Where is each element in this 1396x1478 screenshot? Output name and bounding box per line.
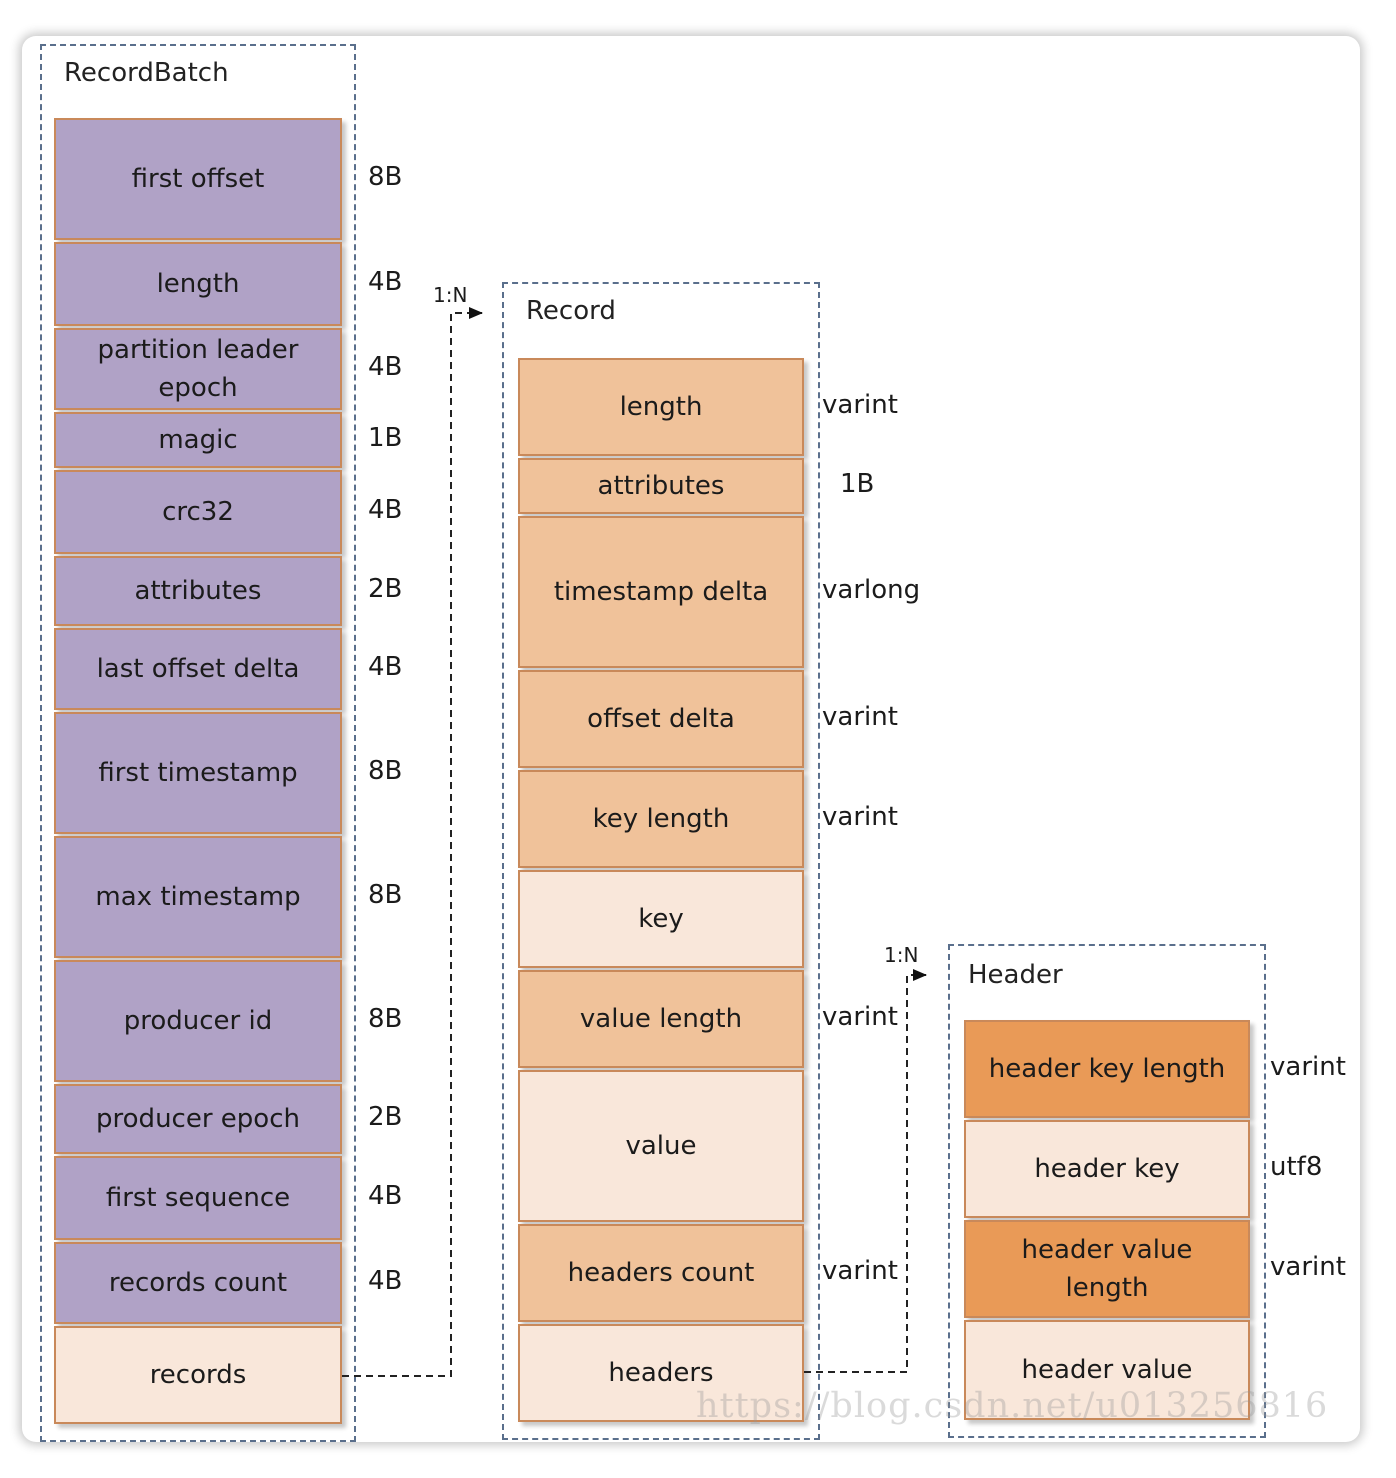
field-label: header value — [1021, 1355, 1193, 1385]
recordbatch-field: records — [54, 1326, 342, 1424]
field-label: first offset — [131, 164, 265, 194]
field-size: 4B — [368, 495, 403, 525]
recordbatch-field: attributes — [54, 556, 342, 626]
field-label: partition leader epoch — [97, 335, 299, 403]
recordbatch-field: producer id — [54, 960, 342, 1082]
field-size: 4B — [368, 1266, 403, 1296]
field-size: utf8 — [1270, 1152, 1323, 1182]
headers-relation-label: 1:N — [884, 943, 919, 967]
record-field: attributes — [518, 458, 804, 514]
field-label: producer id — [123, 1006, 273, 1036]
header-field: header key length — [964, 1020, 1250, 1118]
field-label: offset delta — [587, 704, 735, 734]
field-label: last offset delta — [96, 654, 300, 684]
field-label: records count — [108, 1268, 288, 1298]
field-label: records — [149, 1360, 247, 1390]
field-size: varlong — [822, 575, 921, 605]
record-field: length — [518, 358, 804, 456]
field-size: 8B — [368, 1004, 403, 1034]
field-label: timestamp delta — [553, 577, 769, 607]
recordbatch-field: magic — [54, 412, 342, 468]
field-label: crc32 — [162, 497, 234, 527]
field-size: 2B — [368, 574, 403, 604]
field-size: 4B — [368, 652, 403, 682]
record-group — [502, 282, 820, 1440]
field-size: 1B — [840, 469, 875, 499]
field-size: 8B — [368, 756, 403, 786]
field-size: 2B — [368, 1102, 403, 1132]
field-label: headers count — [567, 1258, 755, 1288]
field-label: value length — [579, 1004, 743, 1034]
recordbatch-field: first sequence — [54, 1156, 342, 1240]
field-label: attributes — [134, 576, 262, 606]
record-field: key — [518, 870, 804, 968]
recordbatch-field: partition leader epoch — [54, 328, 342, 410]
recordbatch-field: max timestamp — [54, 836, 342, 958]
field-label: first sequence — [105, 1183, 291, 1213]
recordbatch-title: RecordBatch — [64, 58, 229, 88]
field-size: 1B — [368, 423, 403, 453]
recordbatch-field: crc32 — [54, 470, 342, 554]
record-field: timestamp delta — [518, 516, 804, 668]
field-label: headers — [608, 1358, 714, 1388]
recordbatch-field: producer epoch — [54, 1084, 342, 1154]
record-field: key length — [518, 770, 804, 868]
recordbatch-field: records count — [54, 1242, 342, 1324]
field-label: producer epoch — [96, 1104, 300, 1134]
field-label: length — [156, 269, 240, 299]
recordbatch-field: length — [54, 242, 342, 326]
record-field: offset delta — [518, 670, 804, 768]
record-field: value length — [518, 970, 804, 1068]
headers-to-header-connector — [804, 969, 927, 1373]
field-label: magic — [158, 425, 238, 455]
recordbatch-group — [40, 44, 356, 1442]
record-field: headers count — [518, 1224, 804, 1322]
recordbatch-field: first offset — [54, 118, 342, 240]
field-size: varint — [822, 390, 898, 420]
field-label: first timestamp — [98, 758, 298, 788]
field-label: header key — [1034, 1154, 1180, 1184]
field-size: 4B — [368, 1181, 403, 1211]
field-size: varint — [822, 1002, 898, 1032]
header-field: header value — [964, 1320, 1250, 1420]
field-size: varint — [822, 702, 898, 732]
field-size: 4B — [368, 352, 403, 382]
field-label: value — [625, 1131, 697, 1161]
header-field: header value length — [964, 1220, 1250, 1318]
header-group — [948, 944, 1266, 1438]
field-label: max timestamp — [95, 882, 301, 912]
field-size: 8B — [368, 162, 403, 192]
recordbatch-field: first timestamp — [54, 712, 342, 834]
field-label: attributes — [597, 471, 725, 501]
watermark: https://blog.csdn.net/u013256816 — [696, 1386, 1329, 1426]
field-size: varint — [1270, 1252, 1346, 1282]
record-field: value — [518, 1070, 804, 1222]
field-size: varint — [822, 1256, 898, 1286]
header-field: header key — [964, 1120, 1250, 1218]
field-label: key length — [592, 804, 730, 834]
field-size: 4B — [368, 267, 403, 297]
field-label: header value length — [1021, 1235, 1193, 1303]
records-to-record-connector — [342, 307, 483, 1377]
field-size: varint — [822, 802, 898, 832]
recordbatch-field: last offset delta — [54, 628, 342, 710]
record-field: headers — [518, 1324, 804, 1422]
header-title: Header — [968, 960, 1063, 990]
field-label: header key length — [988, 1054, 1226, 1084]
record-title: Record — [526, 296, 616, 326]
field-label: length — [619, 392, 703, 422]
field-size: varint — [1270, 1052, 1346, 1082]
field-size: 8B — [368, 880, 403, 910]
field-label: key — [638, 904, 684, 934]
records-relation-label: 1:N — [433, 283, 468, 307]
